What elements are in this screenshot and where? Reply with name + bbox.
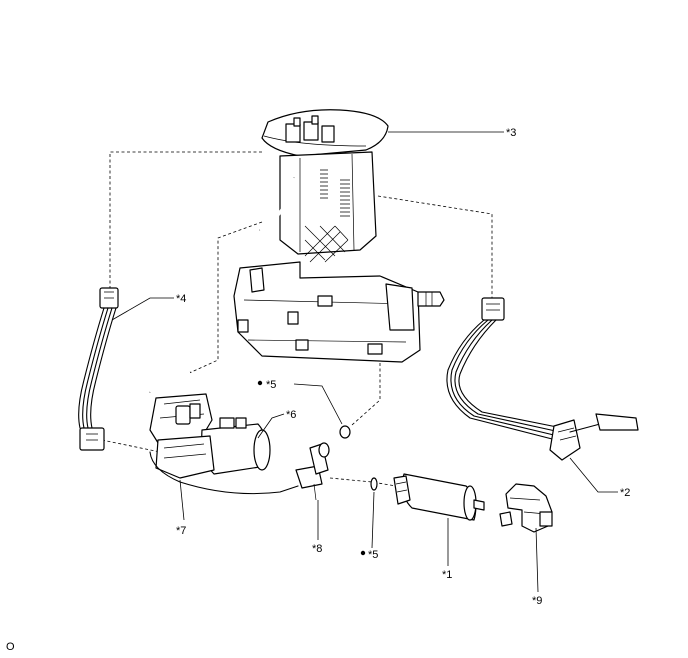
alignment-lines xyxy=(101,151,493,487)
callout-labels: *3 *4 *2 *5 *6 *7 *8 *5 *1 *9 xyxy=(176,127,630,607)
callout-2: *2 xyxy=(620,487,630,499)
o-rings xyxy=(257,380,378,556)
o-ring-lower xyxy=(370,477,378,491)
fuel-filter-assembly xyxy=(147,369,330,501)
wire-harness-right xyxy=(446,297,639,461)
callout-5-lower: *5 xyxy=(368,549,378,561)
callout-1: *1 xyxy=(442,569,452,581)
callout-4: *4 xyxy=(176,293,186,305)
figure-code: O xyxy=(6,641,15,653)
callout-5-upper: *5 xyxy=(266,379,276,391)
leader-lines xyxy=(111,131,618,593)
fuel-pump-bracket-assembly xyxy=(233,109,445,363)
o-ring-upper xyxy=(339,425,351,439)
callout-3: *3 xyxy=(506,127,516,139)
wire-harness-left xyxy=(78,287,119,451)
callout-7: *7 xyxy=(176,525,186,537)
callout-9: *9 xyxy=(532,595,542,607)
fuel-pump xyxy=(393,473,485,521)
fuel-pump-bracket xyxy=(499,483,553,533)
callout-6: *6 xyxy=(286,409,296,421)
callout-8: *8 xyxy=(312,543,322,555)
